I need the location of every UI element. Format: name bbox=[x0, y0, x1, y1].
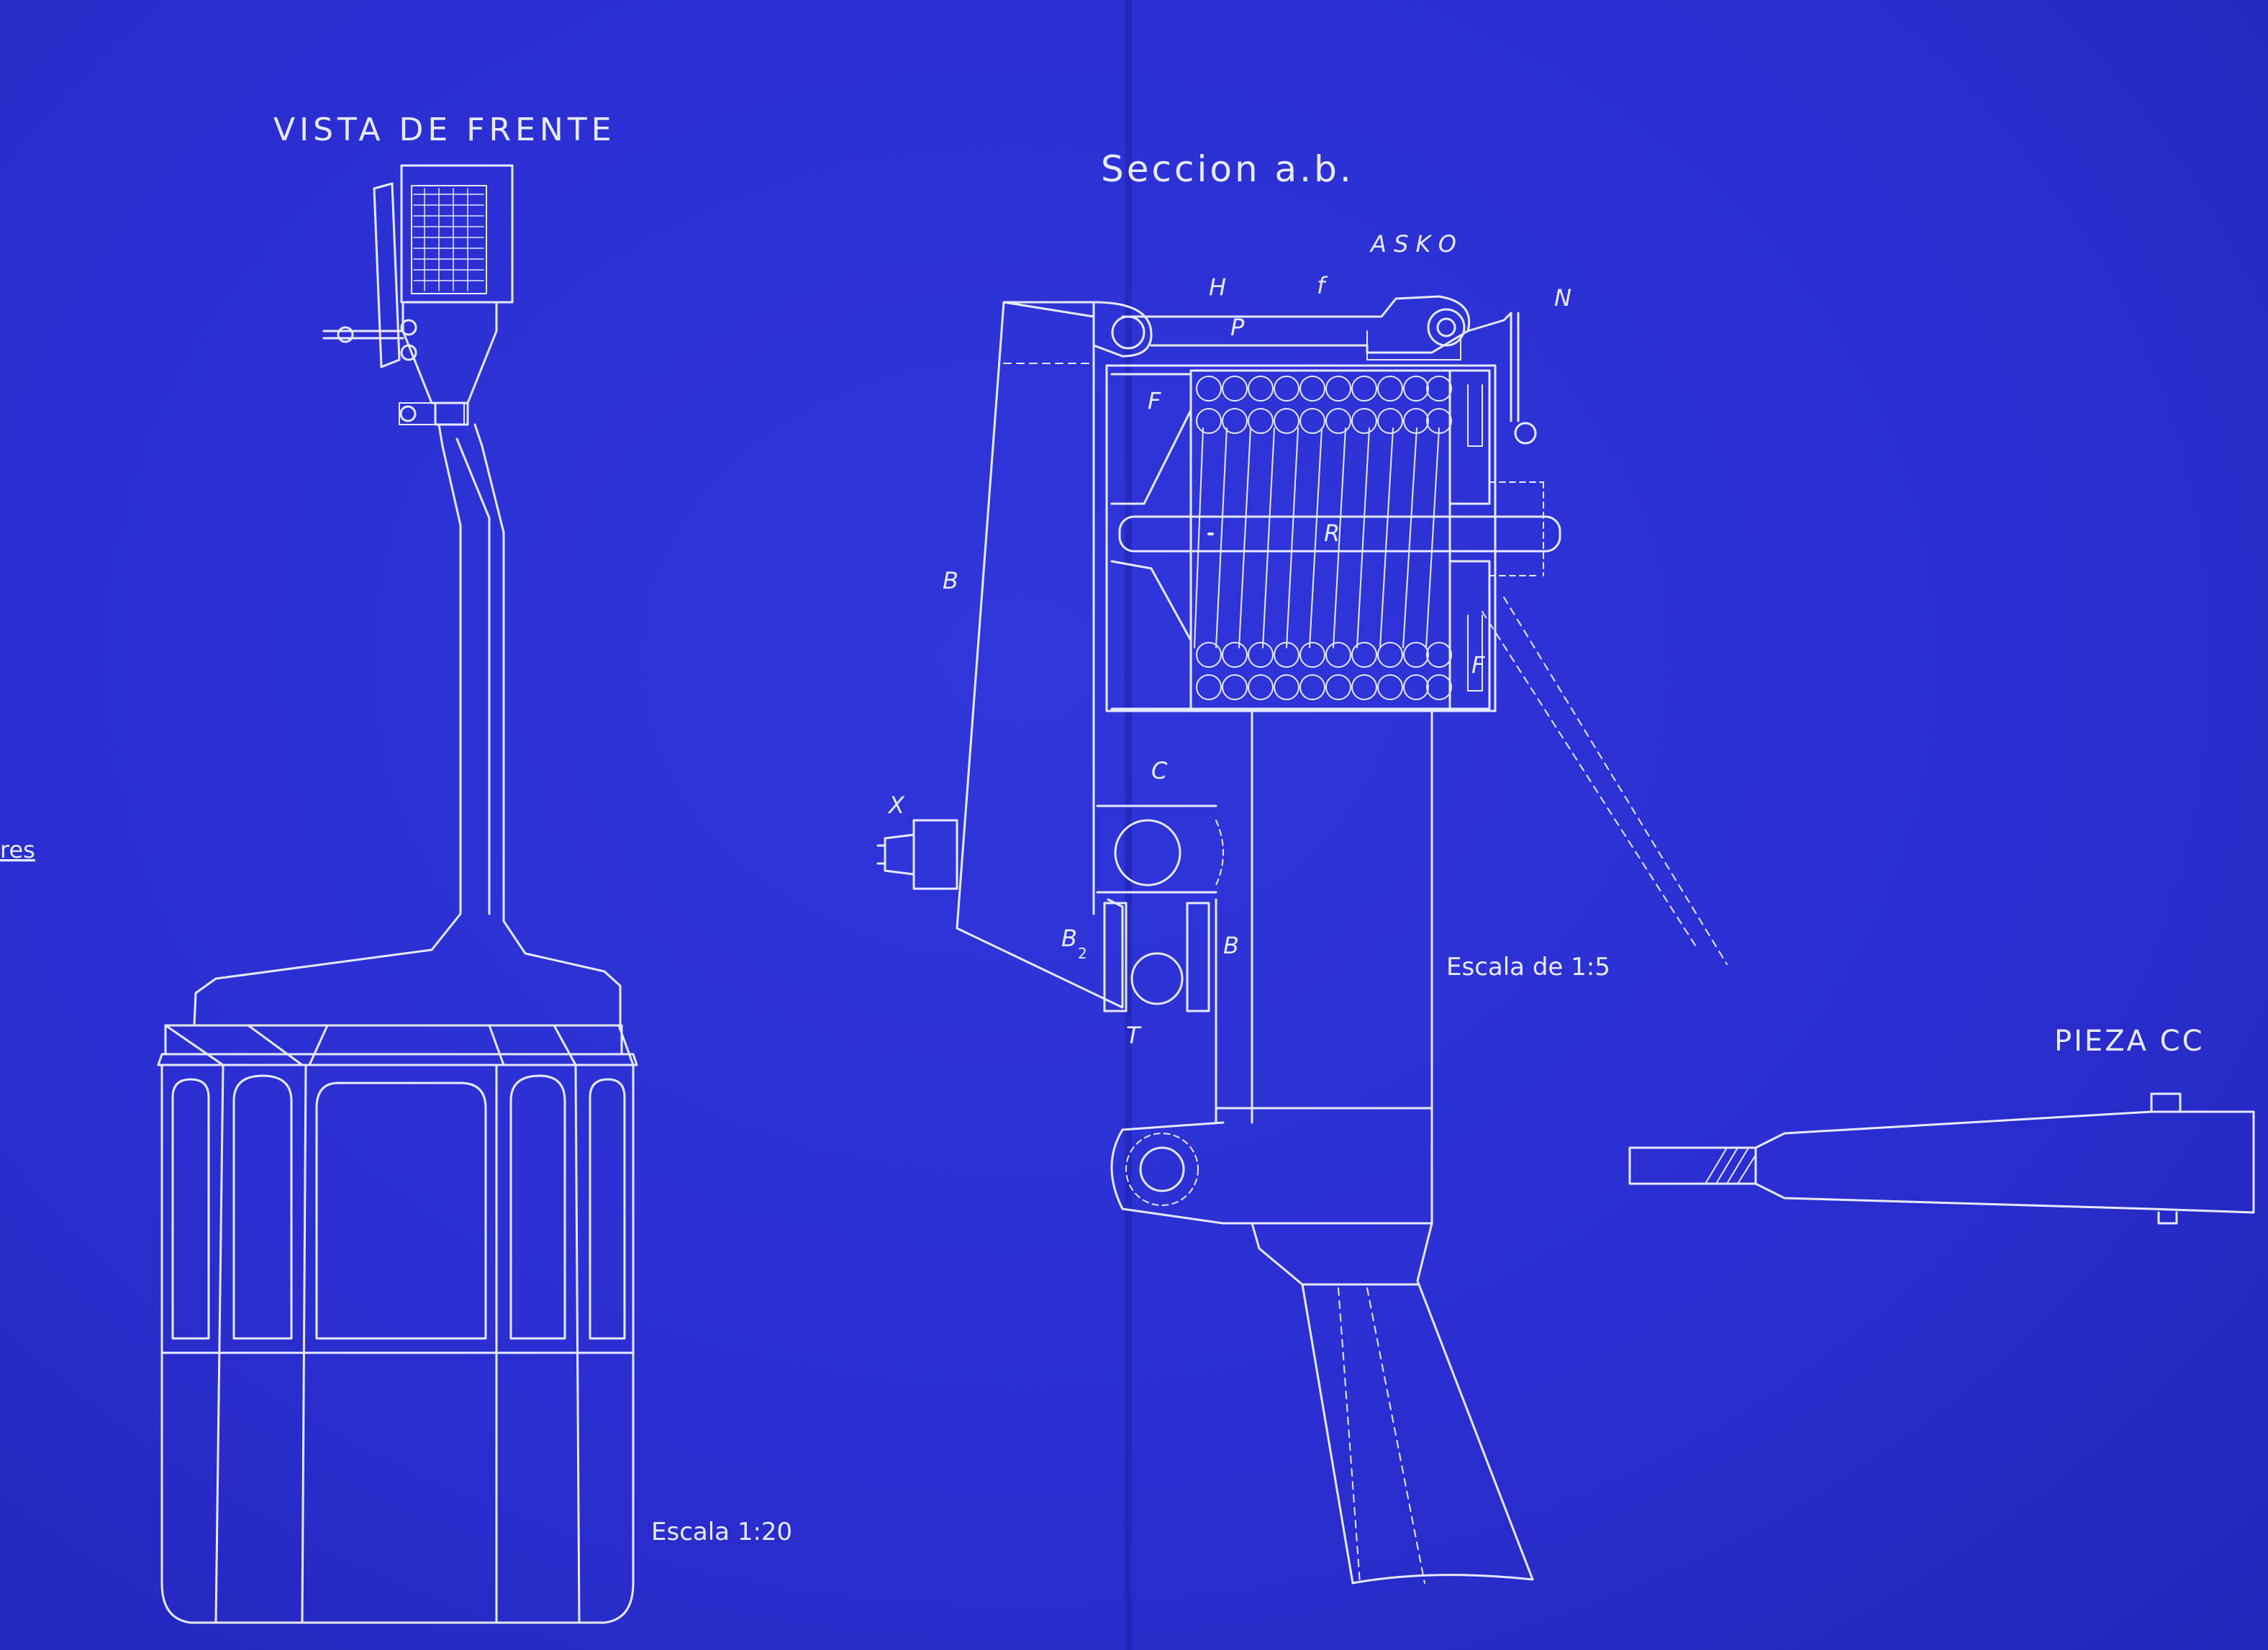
label-b-right: B bbox=[1223, 932, 1239, 959]
label-h: H bbox=[1209, 273, 1226, 301]
label-f-top: f bbox=[1317, 272, 1328, 299]
front-view-scale: Escala 1:20 bbox=[651, 1518, 792, 1546]
front-view-title: VISTA DE FRENTE bbox=[273, 112, 616, 148]
piece-cc-drawing bbox=[1628, 1092, 2255, 1225]
label-r: R bbox=[1324, 520, 1340, 547]
label-f-lower: F bbox=[1471, 651, 1485, 679]
label-f-upper: F bbox=[1148, 387, 1161, 414]
label-c: C bbox=[1151, 757, 1168, 784]
label-b2: B bbox=[1061, 925, 1077, 952]
label-b2-subscript: 2 bbox=[1078, 945, 1087, 962]
label-p: P bbox=[1230, 314, 1245, 341]
label-x: X bbox=[887, 792, 905, 819]
label-n: N bbox=[1554, 284, 1571, 312]
section-view-title: Seccion a.b. bbox=[1101, 148, 1354, 190]
piece-cc-title: PIEZA CC bbox=[2054, 1025, 2205, 1058]
section-view-drawing bbox=[876, 295, 1728, 1585]
label-askon: A S K O bbox=[1369, 230, 1456, 258]
label-b-left: B bbox=[943, 567, 958, 594]
front-view-drawing bbox=[157, 164, 638, 1624]
grip-box bbox=[400, 164, 514, 304]
margin-fragment: res bbox=[0, 836, 35, 863]
section-view-scale: Escala de 1:5 bbox=[1446, 953, 1610, 982]
label-t: T bbox=[1126, 1022, 1142, 1049]
